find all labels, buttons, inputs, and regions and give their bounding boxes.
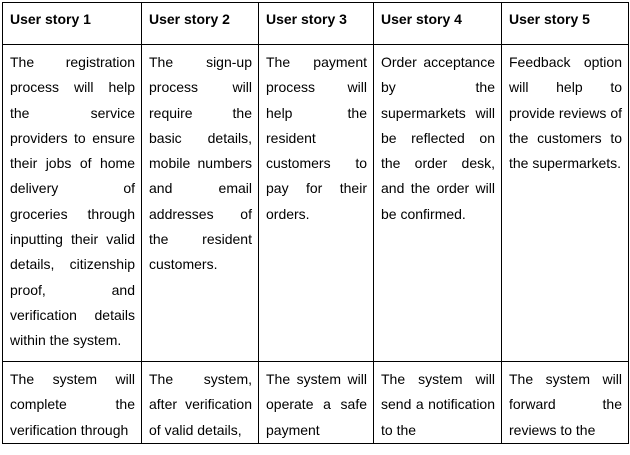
cell-text: The payment process will help the reside… bbox=[266, 54, 367, 222]
table-cell: Feedback option will help to provide rev… bbox=[501, 44, 629, 362]
table-cell: The sign-up process will require the bas… bbox=[141, 44, 259, 362]
cell-text: The system, after verification of valid … bbox=[149, 371, 252, 438]
cell-text: The registration process will help the s… bbox=[10, 54, 135, 349]
table-cell: The system will operate a safe payment bbox=[258, 361, 374, 444]
cell-text: The system will send a notification to t… bbox=[381, 371, 495, 438]
table-cell: The system will send a notification to t… bbox=[373, 361, 502, 444]
cell-text: Feedback option will help to provide rev… bbox=[509, 54, 622, 172]
cell-text: The system will complete the verificatio… bbox=[10, 371, 135, 438]
header-user-story-1: User story 1 bbox=[2, 2, 142, 45]
header-user-story-4: User story 4 bbox=[373, 2, 502, 45]
table-cell: The system, after verification of valid … bbox=[141, 361, 259, 444]
table-row: The registration process will help the s… bbox=[2, 44, 629, 362]
table-cell: The system will complete the verificatio… bbox=[2, 361, 142, 444]
cell-text: The system will forward the reviews to t… bbox=[509, 371, 622, 438]
table-cell: The payment process will help the reside… bbox=[258, 44, 374, 362]
header-user-story-3: User story 3 bbox=[258, 2, 374, 45]
user-stories-table: User story 1 User story 2 User story 3 U… bbox=[2, 2, 629, 444]
table-cell: The system will forward the reviews to t… bbox=[501, 361, 629, 444]
header-user-story-2: User story 2 bbox=[141, 2, 259, 45]
cell-text: The system will operate a safe payment bbox=[266, 371, 367, 438]
header-user-story-5: User story 5 bbox=[501, 2, 629, 45]
cell-text: The sign-up process will require the bas… bbox=[149, 54, 252, 273]
header-row: User story 1 User story 2 User story 3 U… bbox=[2, 2, 629, 45]
table-row: The system will complete the verificatio… bbox=[2, 361, 629, 444]
cell-text: Order acceptance by the supermarkets wil… bbox=[381, 54, 495, 222]
table-cell: Order acceptance by the supermarkets wil… bbox=[373, 44, 502, 362]
table-cell: The registration process will help the s… bbox=[2, 44, 142, 362]
